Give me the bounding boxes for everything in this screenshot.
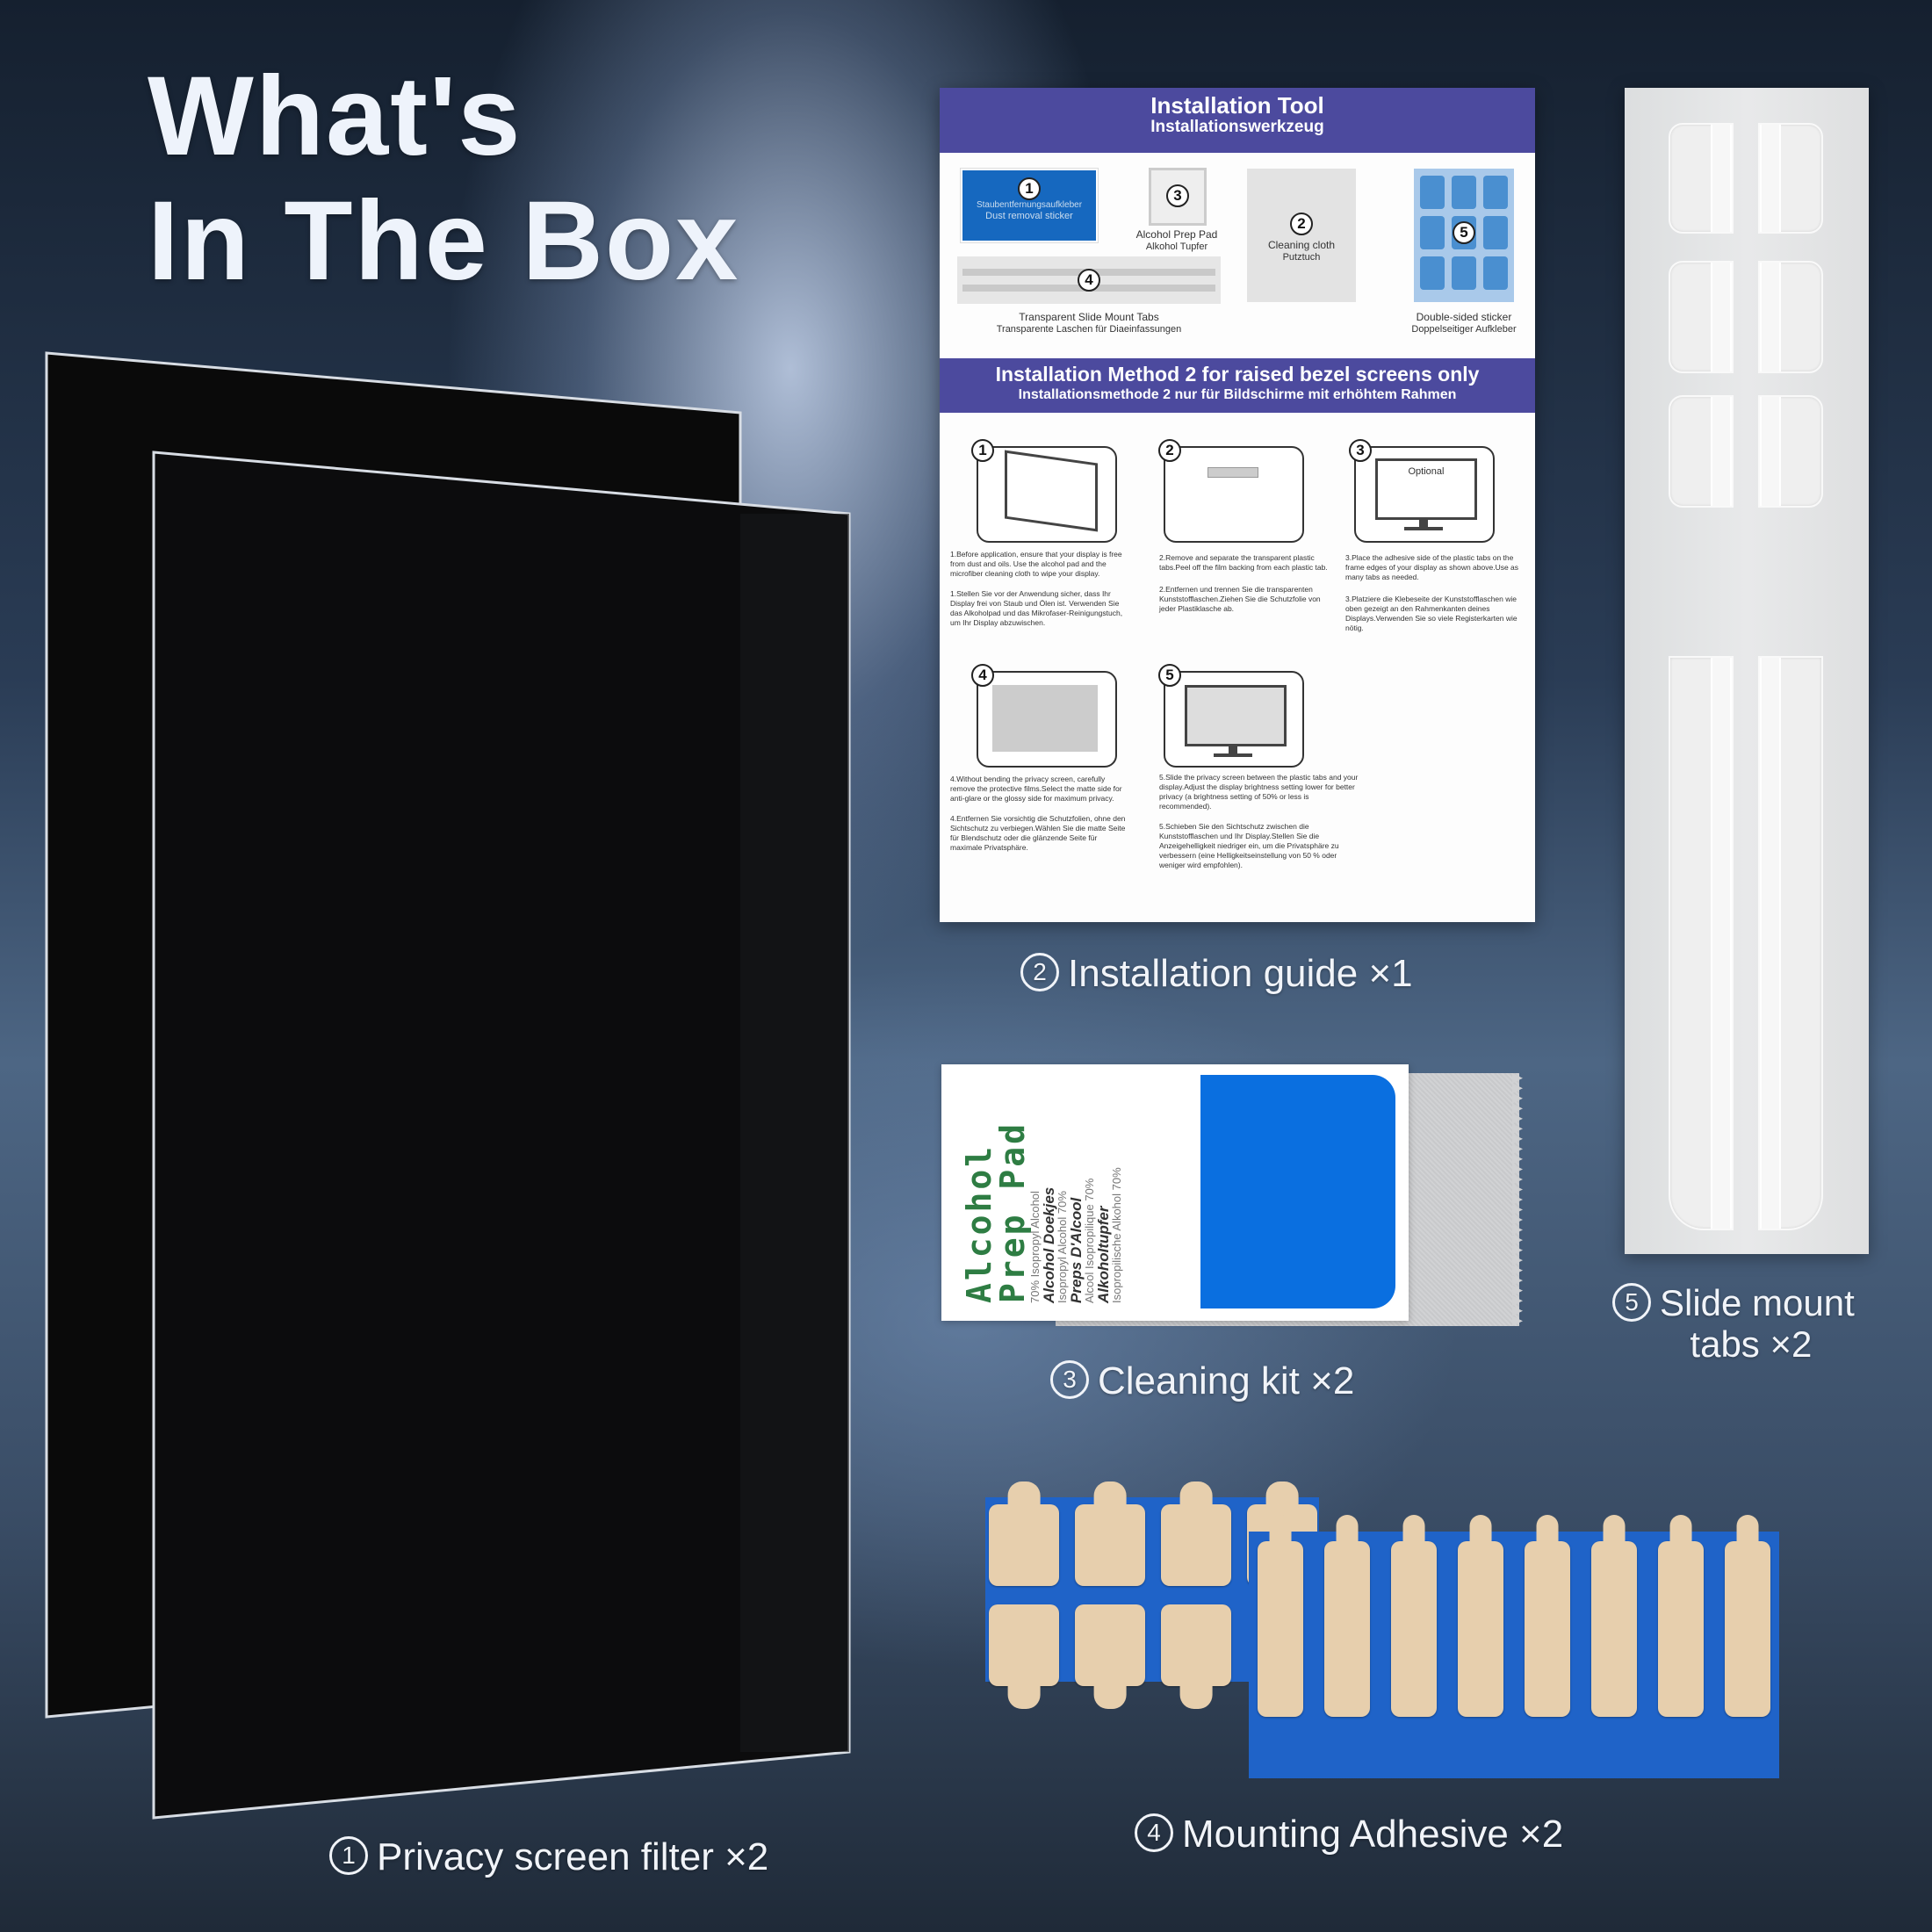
- adhesive-pad: [1075, 1604, 1145, 1686]
- adhesive-strip: [1391, 1541, 1437, 1717]
- tool-label-slide-tabs: Transparent Slide Mount Tabs Transparent…: [996, 311, 1182, 335]
- slide-tab: [1669, 395, 1734, 508]
- installation-guide: Installation Tool Installationswerkzeug …: [940, 88, 1535, 922]
- slide-tab-long: [1669, 656, 1734, 1230]
- step-5-illustration: 5: [1158, 664, 1304, 768]
- adhesive-pad: [1161, 1604, 1231, 1686]
- adhesive-strip: [1725, 1541, 1770, 1717]
- adhesive-pad: [989, 1604, 1059, 1686]
- adhesive-strip: [1525, 1541, 1570, 1717]
- adhesive-strip: [1324, 1541, 1370, 1717]
- slide-tab: [1758, 261, 1823, 373]
- step-3-text: 3.Place the adhesive side of the plastic…: [1345, 553, 1519, 632]
- slide-tab-long: [1758, 656, 1823, 1230]
- step-3-illustration: 3 Optional: [1349, 439, 1495, 543]
- slide-tab: [1669, 123, 1734, 234]
- alcohol-prep-pad: Alcohol Prep Pad 70% Isopropyl Alcohol A…: [941, 1064, 1409, 1321]
- step-1-text: 1.Before application, ensure that your d…: [950, 550, 1123, 627]
- page-title: What's In The Box: [148, 54, 739, 304]
- adhesive-strip: [1658, 1541, 1704, 1717]
- number-badge: 5: [1612, 1282, 1651, 1322]
- cleaning-kit: Alcohol Prep Pad 70% Isopropyl Alcohol A…: [941, 1064, 1523, 1326]
- mounting-adhesive: [985, 1471, 1793, 1778]
- adhesive-strip: [1258, 1541, 1303, 1717]
- step-1-illustration: 1: [971, 439, 1117, 543]
- slide-mount-tabs-sheet: [1625, 88, 1869, 1254]
- tool-label-double-sided: Double-sided sticker Doppelseitiger Aufk…: [1411, 311, 1517, 335]
- step-2-illustration: 2: [1158, 439, 1304, 543]
- slide-tab: [1669, 261, 1734, 373]
- privacy-screen-filters: [45, 351, 851, 1820]
- step-2-text: 2.Remove and separate the transparent pl…: [1159, 553, 1328, 613]
- number-badge: 2: [1020, 953, 1059, 992]
- number-badge: 1: [329, 1836, 368, 1876]
- slide-tab: [1758, 123, 1823, 234]
- title-line-2: In The Box: [148, 178, 740, 304]
- slide-mount-tabs-icon: 4: [957, 256, 1221, 304]
- method-header: Installation Method 2 for raised bezel s…: [940, 358, 1535, 413]
- dust-removal-sticker: 1 Staubentfernungsaufkleber Dust removal…: [961, 169, 1098, 242]
- adhesive-pad: [1161, 1504, 1231, 1586]
- double-sided-sticker-icon: 5: [1414, 169, 1514, 302]
- guide-header: Installation Tool Installationswerkzeug: [940, 88, 1535, 153]
- tool-label-alcohol-pad: Alcohol Prep Pad Alkohol Tupfer: [1135, 228, 1218, 252]
- slide-tab: [1758, 395, 1823, 508]
- adhesive-pad: [989, 1504, 1059, 1586]
- step-4-illustration: 4: [971, 664, 1117, 768]
- adhesive-strip: [1458, 1541, 1503, 1717]
- cleaning-cloth-icon: 2 Cleaning cloth Putztuch: [1247, 169, 1356, 302]
- number-badge: 3: [1050, 1360, 1089, 1400]
- title-line-1: What's: [148, 54, 523, 179]
- adhesive-strip: [1591, 1541, 1637, 1717]
- packet-blue-panel: [1200, 1075, 1395, 1308]
- alcohol-pad-icon: 3: [1149, 168, 1207, 226]
- number-badge: 4: [1135, 1813, 1173, 1853]
- adhesive-pad: [1075, 1504, 1145, 1586]
- step-4-text: 4.Without bending the privacy screen, ca…: [950, 775, 1126, 852]
- step-5-text: 5.Slide the privacy screen between the p…: [1159, 773, 1359, 869]
